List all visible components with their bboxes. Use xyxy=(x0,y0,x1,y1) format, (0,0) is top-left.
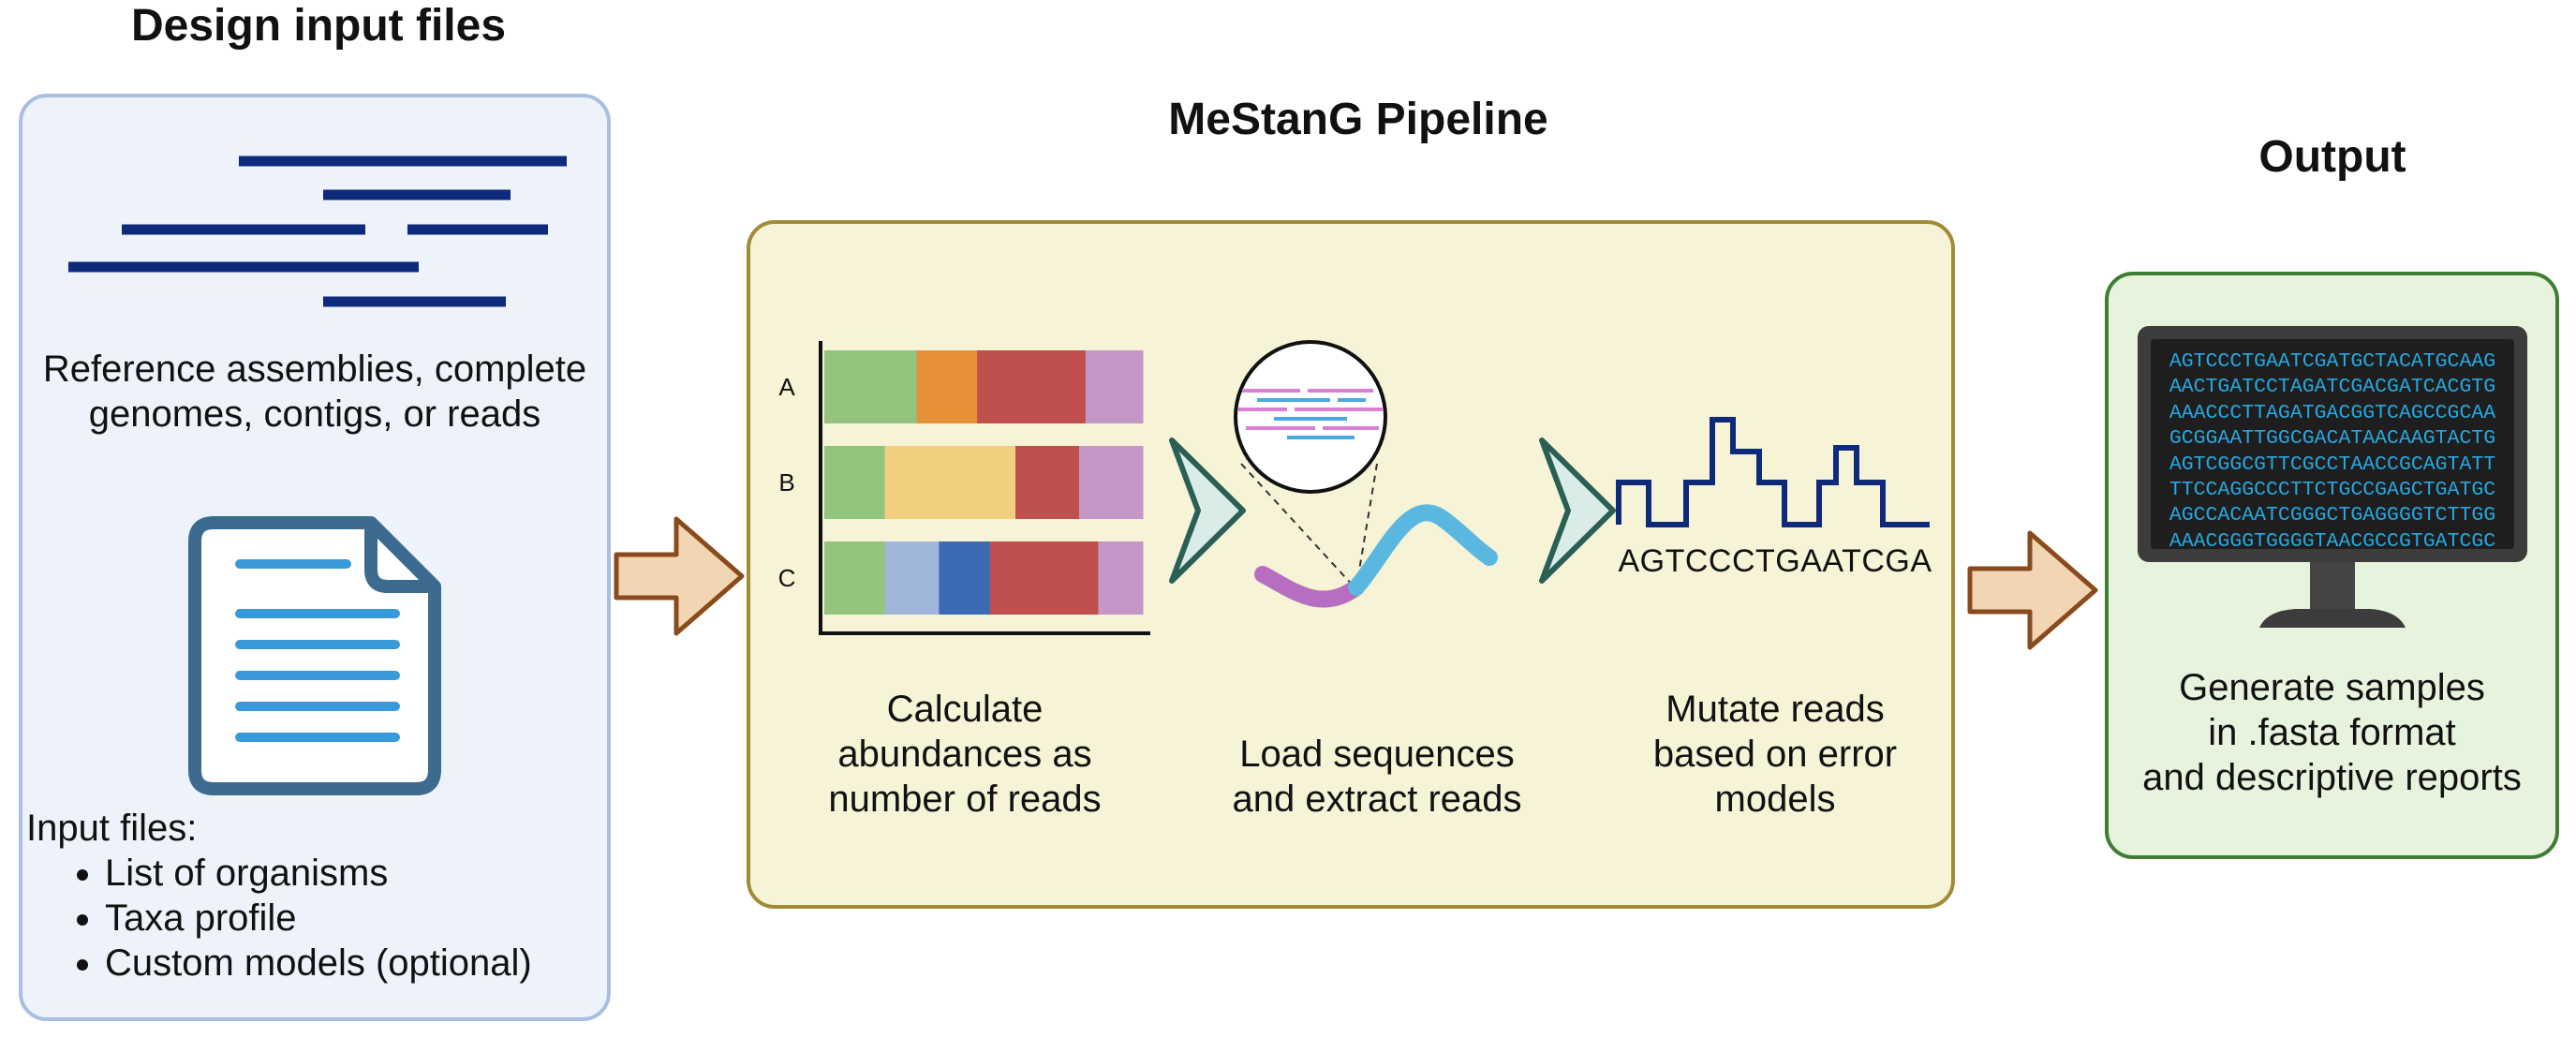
input-files-list: Input files: List of organisms Taxa prof… xyxy=(26,806,607,986)
pipeline-section-title: MeStanG Pipeline xyxy=(1168,95,1548,144)
flow-arrow-icon xyxy=(614,516,745,636)
bar-segment xyxy=(939,541,991,615)
document-icon xyxy=(188,516,441,795)
bar-segment xyxy=(1015,446,1080,519)
monitor-line: AGTCGGCGTTCGCCTAACCGCAGTATT xyxy=(2169,452,2496,476)
step-caption-load: Load sequences and extract reads xyxy=(1185,732,1569,822)
monitor-line: AACTGATCCTAGATCGACGATCACGTG xyxy=(2169,376,2496,399)
reference-sequences-icon xyxy=(68,156,567,307)
bar-segment xyxy=(884,541,940,615)
bar-segment xyxy=(1098,541,1144,615)
bar-segment xyxy=(824,350,918,423)
bar-category-label: B xyxy=(778,468,794,497)
bar-segment xyxy=(989,541,1099,615)
monitor-line: AAACGGGTGGGGTAACGCCGTGATCGC xyxy=(2169,529,2496,553)
monitor-icon xyxy=(2138,326,2527,628)
caption-line: in .fasta format xyxy=(2208,712,2456,753)
input-file-item: Taxa profile xyxy=(105,896,607,941)
caption-line: and extract reads xyxy=(1232,778,1522,820)
caption-line: based on error xyxy=(1652,734,1898,775)
references-caption: Reference assemblies, complete genomes, … xyxy=(19,347,611,437)
bar-segment xyxy=(1079,446,1144,519)
error-model-signal-icon xyxy=(1616,417,1930,527)
output-caption: Generate samples in .fasta format and de… xyxy=(2105,665,2559,800)
step-chevron-icon xyxy=(1539,437,1616,584)
caption-line: abundances as xyxy=(837,734,1092,775)
bar-segment xyxy=(824,446,886,519)
caption-line: number of reads xyxy=(828,778,1102,820)
abundance-chart: A B C xyxy=(778,341,1150,635)
caption-line: Calculate xyxy=(886,689,1044,730)
bar-segment xyxy=(824,541,886,615)
monitor-line: AGCCACAATCGGGCTGAGGGGTCTTGG xyxy=(2169,504,2496,527)
caption-line: Mutate reads xyxy=(1666,689,1885,730)
bar-segment xyxy=(1085,350,1144,423)
bar-segment xyxy=(977,350,1087,423)
monitor-line: TTCCAGGCCCTTCTGCCGAGCTGATGC xyxy=(2169,479,2496,502)
input-files-heading: Input files: xyxy=(26,808,198,849)
monitor-line: AAACCCTTAGATGACGGTCAGCCGCAA xyxy=(2169,401,2496,424)
monitor-line: AGTCCCTGAATCGATGCTACATGCAAG xyxy=(2169,350,2496,373)
sequence-label: AGTCCCTGAATCGA xyxy=(1618,543,1932,579)
monitor-line: GCGGAATTGGCGACATAACAAGTACTG xyxy=(2169,427,2496,451)
sequence-extraction-icon xyxy=(1234,340,1498,608)
step-caption-calculate: Calculate abundances as number of reads xyxy=(777,687,1152,822)
bar-segment xyxy=(884,446,1016,519)
step-caption-mutate: Mutate reads based on error models xyxy=(1592,687,1958,822)
output-section-title: Output xyxy=(2258,132,2406,182)
bar-segment xyxy=(916,350,978,423)
references-caption-line: genomes, contigs, or reads xyxy=(88,393,541,435)
bar-category-label: C xyxy=(778,564,796,592)
flow-arrow-icon xyxy=(1967,530,2098,650)
caption-line: models xyxy=(1714,778,1836,820)
caption-line: and descriptive reports xyxy=(2142,757,2522,798)
input-file-item: Custom models (optional) xyxy=(105,941,607,986)
input-section-title: Design input files xyxy=(130,1,507,51)
caption-line: Load sequences xyxy=(1239,734,1515,775)
bar-category-label: A xyxy=(778,373,795,401)
caption-line: Generate samples xyxy=(2179,667,2485,708)
monitor-screen-text: AGTCCCTGAATCGATGCTACATGCAAG AACTGATCCTAGA… xyxy=(2151,349,2514,555)
step-chevron-icon xyxy=(1169,437,1246,584)
input-file-item: List of organisms xyxy=(105,851,607,896)
references-caption-line: Reference assemblies, complete xyxy=(42,348,587,390)
